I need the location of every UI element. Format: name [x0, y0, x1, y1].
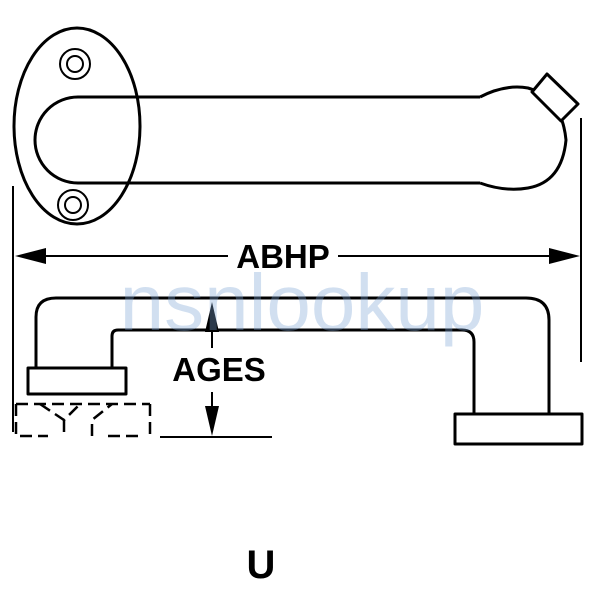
arrow-right	[549, 248, 580, 264]
height-dimension: AGES	[160, 302, 272, 438]
bar-right-cap	[479, 85, 568, 191]
width-dimension: ABHP	[12, 118, 582, 432]
width-dimension-label: ABHP	[236, 238, 330, 275]
screw-hole-top	[59, 48, 91, 80]
style-letter: U	[247, 543, 276, 587]
mounting-flange	[12, 26, 142, 226]
bar-left-end	[33, 95, 142, 185]
height-dimension-label: AGES	[172, 351, 266, 388]
right-base	[453, 412, 584, 446]
watermark-text: nsnlookup	[120, 258, 485, 347]
arrow-up	[205, 302, 219, 332]
arrow-down	[205, 406, 219, 436]
phantom-mount	[14, 402, 152, 438]
arrow-left	[15, 248, 46, 264]
handle-body	[34, 296, 551, 416]
top-view	[12, 26, 580, 226]
side-view: AGES	[14, 296, 584, 446]
cap-tab	[530, 72, 580, 123]
left-base	[26, 366, 128, 396]
screw-hole-bottom	[57, 189, 89, 221]
